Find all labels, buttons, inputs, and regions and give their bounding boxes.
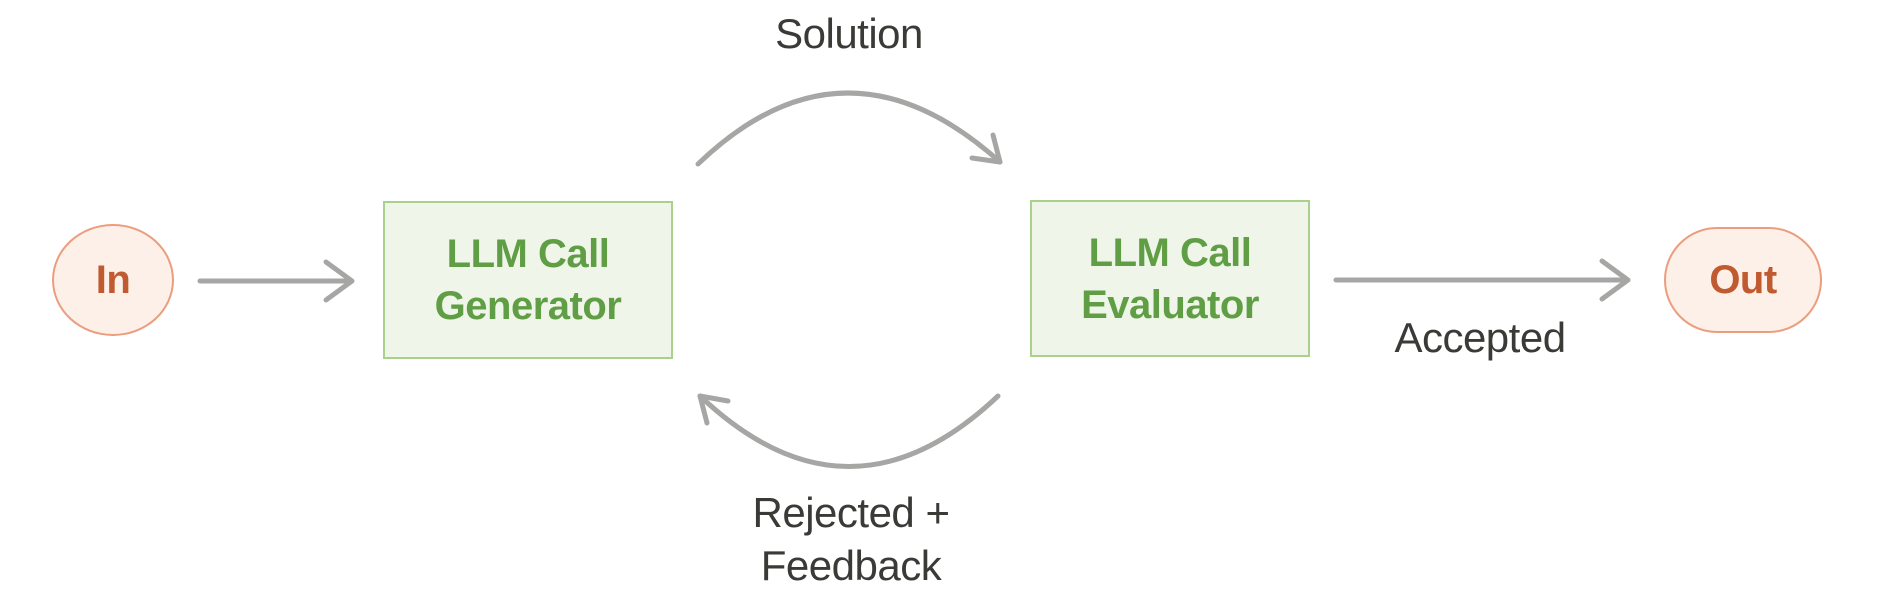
node-llm-call-evaluator-label: LLM Call Evaluator	[1081, 230, 1259, 327]
arrow-solution-curve-icon	[695, 90, 1003, 167]
node-llm-call-generator: LLM Call Generator	[383, 201, 673, 359]
node-out-label: Out	[1709, 257, 1777, 302]
node-llm-call-generator-label: LLM Call Generator	[434, 232, 622, 328]
arrow-in-to-generator-icon	[197, 259, 355, 303]
node-in: In	[52, 224, 174, 336]
node-in-label: In	[95, 257, 131, 302]
arrow-rejected-curve-icon	[697, 393, 1001, 469]
edge-label-solution: Solution	[775, 10, 923, 57]
arrow-evaluator-to-out-icon	[1333, 258, 1631, 302]
edge-label-accepted: Accepted	[1394, 314, 1566, 361]
node-out: Out	[1664, 227, 1822, 333]
edge-label-rejected-feedback: Rejected + Feedback	[752, 489, 950, 589]
node-llm-call-evaluator: LLM Call Evaluator	[1030, 200, 1310, 357]
